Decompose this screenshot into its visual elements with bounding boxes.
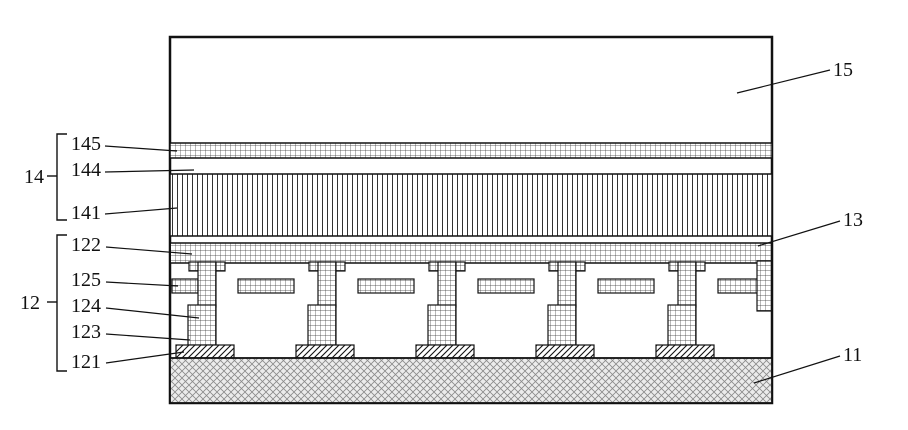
figure-labels: 15 13 11 14 145 144 141 12 122 125 124 1…	[20, 59, 863, 373]
pad-121	[655, 344, 715, 359]
pad-121	[295, 344, 355, 359]
layer-11-substrate	[169, 357, 773, 404]
bracket-14	[56, 133, 67, 221]
unit-stem-124	[197, 261, 217, 308]
label-123: 123	[71, 321, 101, 343]
unit-stem-124	[677, 261, 697, 308]
unit-stem-124	[557, 261, 577, 308]
label-13: 13	[843, 209, 863, 231]
leader-145	[104, 145, 178, 152]
unit-column-123	[187, 304, 217, 346]
unit-column-123	[547, 304, 577, 346]
bar-125	[357, 278, 415, 294]
leader-124	[105, 307, 200, 319]
pad-121	[175, 344, 235, 359]
bar-125	[597, 278, 655, 294]
unit-stem-partial	[756, 260, 771, 312]
leader-15	[736, 69, 831, 94]
brackets	[47, 133, 67, 372]
leader-141	[104, 207, 178, 215]
leader-125	[105, 281, 179, 287]
unit-column-123	[427, 304, 457, 346]
label-121: 121	[71, 351, 101, 373]
layer-141-band	[169, 173, 773, 237]
unit-stem-124	[437, 261, 457, 308]
label-144: 144	[71, 159, 101, 181]
pad-121	[535, 344, 595, 359]
bar-125	[477, 278, 535, 294]
label-12: 12	[20, 292, 40, 314]
unit-stem-124	[317, 261, 337, 308]
layer-12-structures	[171, 242, 771, 359]
leader-144	[104, 169, 195, 173]
layer-122-band	[171, 242, 771, 264]
label-125: 125	[71, 269, 101, 291]
leader-121	[105, 351, 185, 364]
leader-123	[105, 333, 191, 341]
unit-column-123	[667, 304, 697, 346]
unit-column-123	[307, 304, 337, 346]
label-122: 122	[71, 234, 101, 256]
label-11: 11	[843, 344, 862, 366]
leader-13	[757, 220, 841, 247]
pad-121	[415, 344, 475, 359]
bar-125	[237, 278, 295, 294]
label-124: 124	[71, 295, 101, 317]
label-14: 14	[24, 166, 44, 188]
leader-lines	[104, 69, 841, 384]
leader-11	[753, 355, 841, 384]
label-15: 15	[833, 59, 853, 81]
label-145: 145	[71, 133, 101, 155]
label-141: 141	[71, 202, 101, 224]
layer-145-band	[169, 142, 773, 159]
leader-122	[105, 246, 193, 255]
bracket-12	[56, 234, 67, 372]
